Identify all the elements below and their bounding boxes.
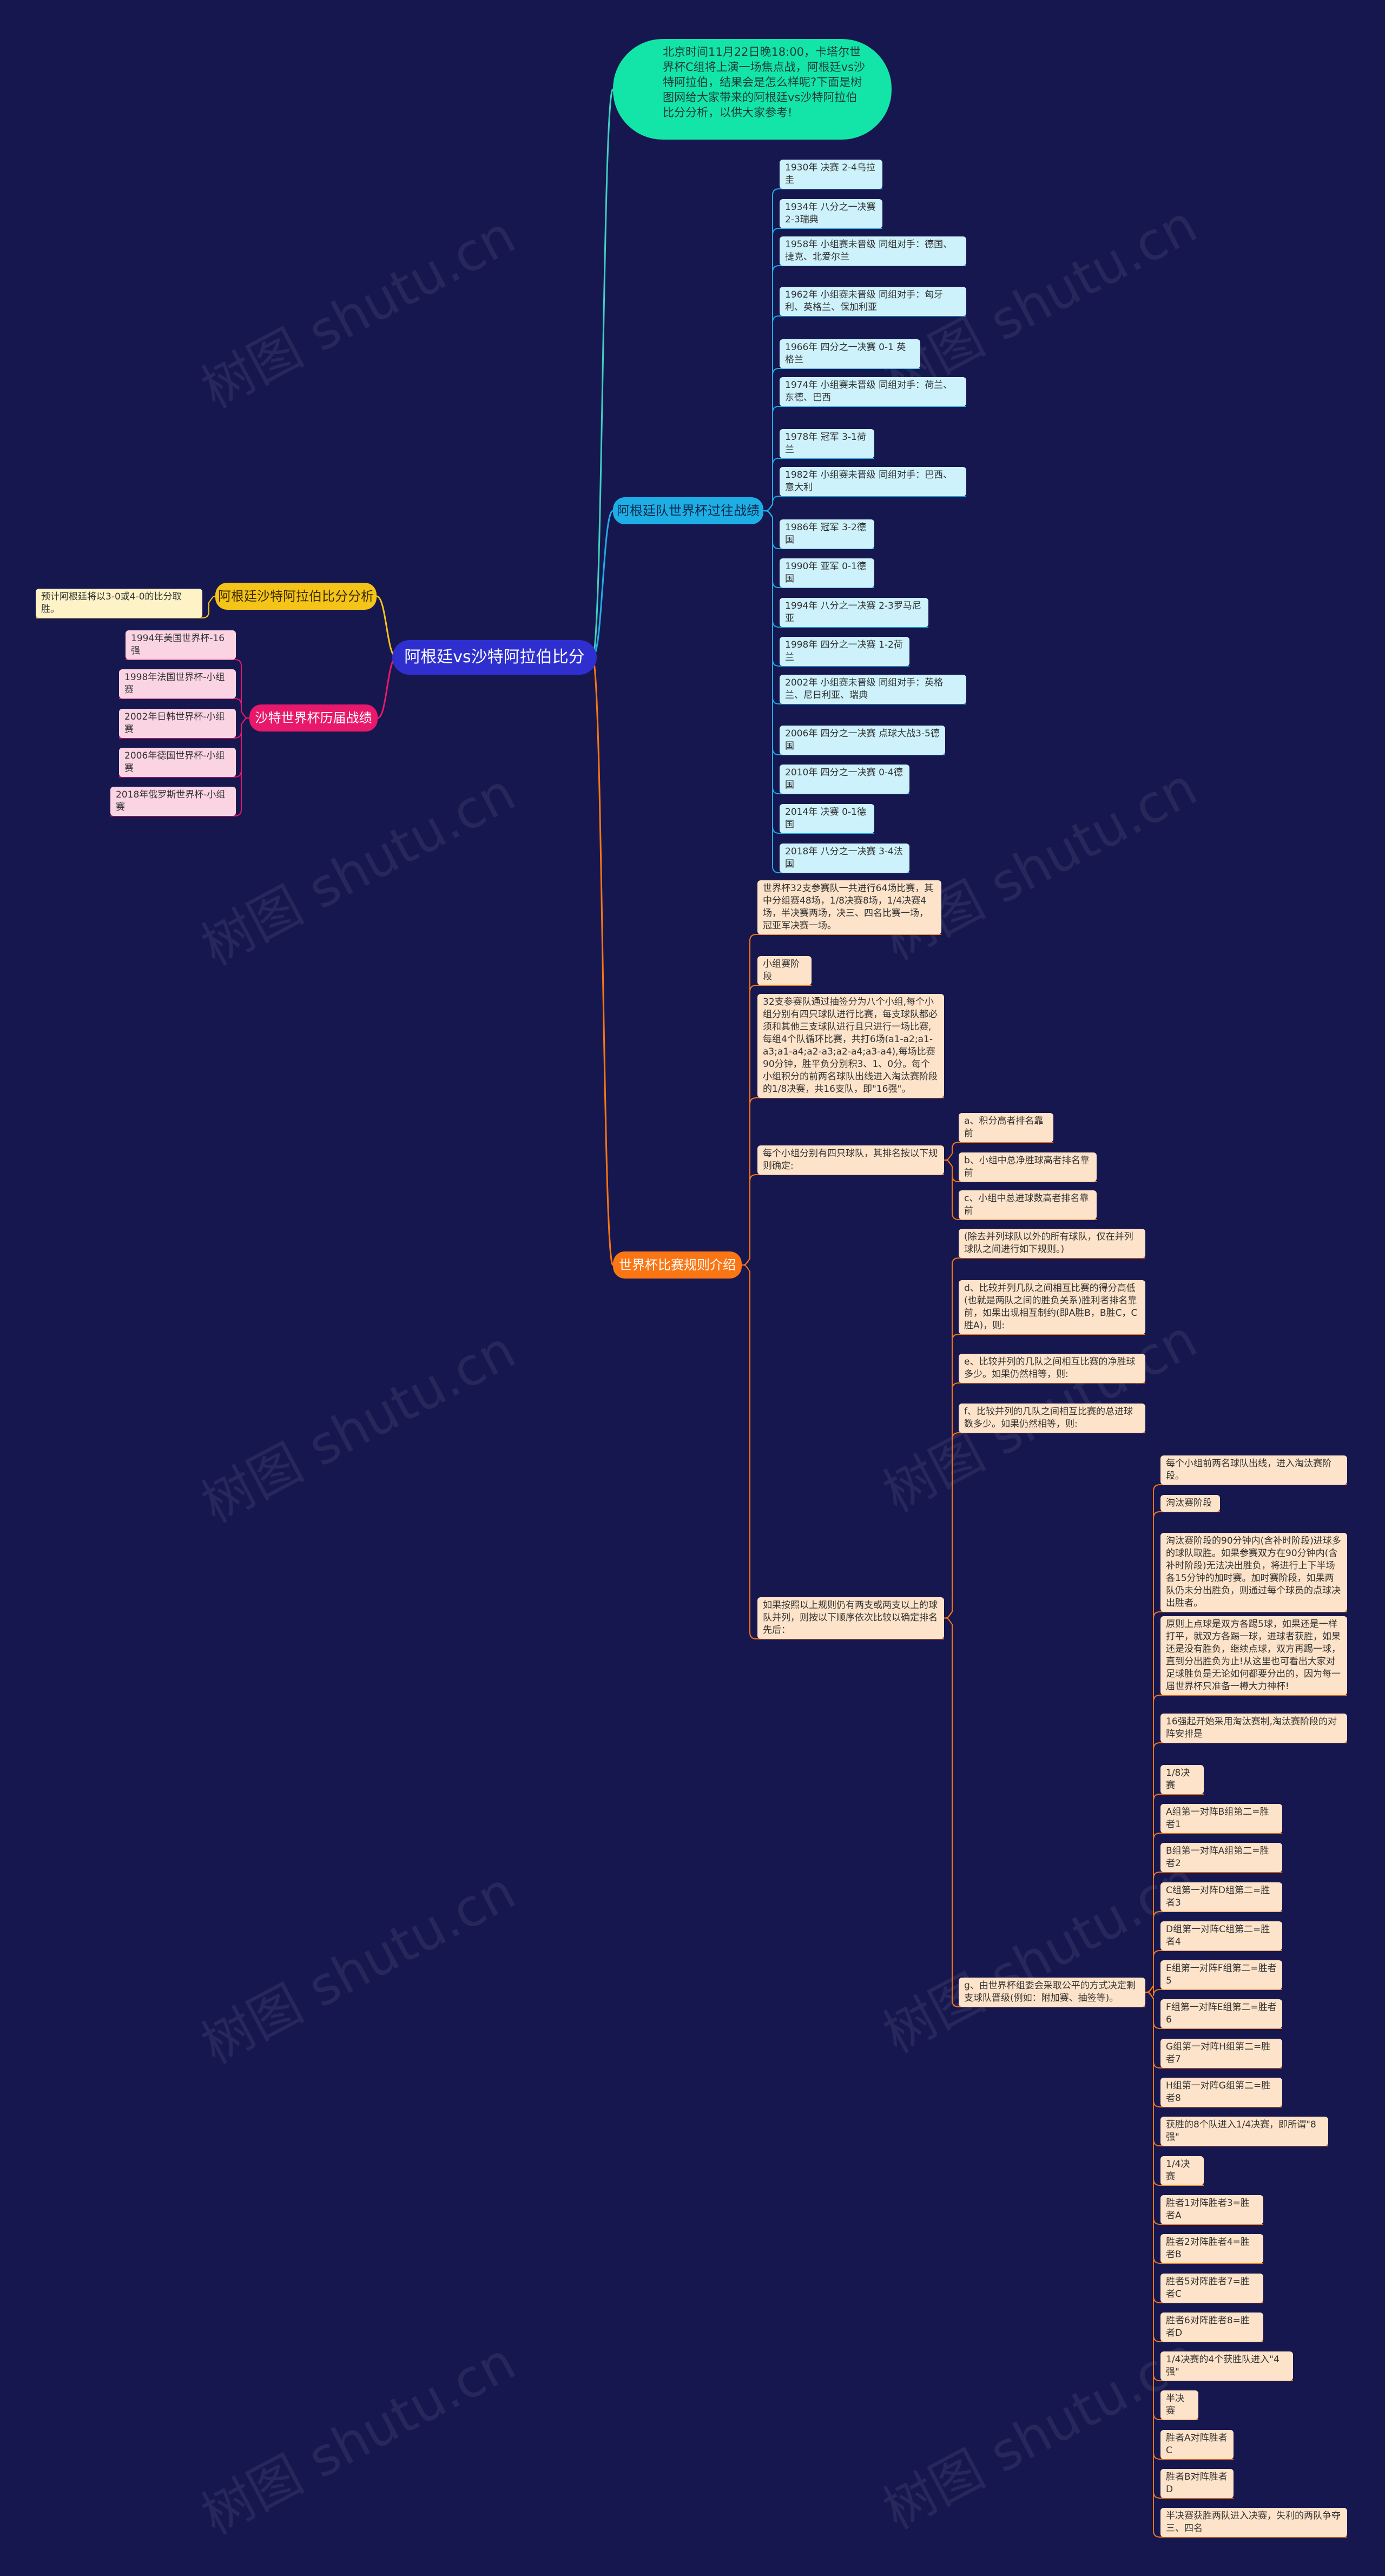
tiebreak-item[interactable]: d、比较并列几队之间相互比赛的得分高低(也就是两队之间的胜负关系)胜利者排名靠前… — [959, 1280, 1145, 1334]
connector — [944, 1432, 1145, 1619]
history-item[interactable]: 1934年 八分之一决赛 2-3瑞典 — [780, 199, 882, 228]
g-item[interactable]: 胜者A对阵胜者C — [1160, 2430, 1234, 2459]
connector — [591, 88, 614, 658]
connector — [944, 1159, 1097, 1220]
rules-group-format[interactable]: 32支参赛队通过抽签分为八个小组,每个小组分别有四只球队进行比赛，每支球队都必须… — [757, 994, 944, 1098]
g-item[interactable]: 原则上点球是双方各踢5球，如果还是一样打平，就双方各踢一球，进球者获胜，如果还是… — [1160, 1616, 1347, 1695]
rules-tiebreak[interactable]: 如果按照以上规则仍有两支或两支以上的球队并列，则按以下顺序依次比较以确定排名先后… — [757, 1597, 944, 1639]
g-item[interactable]: 胜者1对阵胜者3=胜者A — [1160, 2195, 1263, 2224]
tiebreak-item[interactable]: e、比较并列的几队之间相互比赛的净胜球多少。如果仍然相等，则: — [959, 1354, 1145, 1383]
g-item[interactable]: 胜者B对阵胜者D — [1160, 2469, 1234, 2498]
branch-saudi[interactable]: 沙特世界杯历届战绩 — [249, 704, 378, 732]
branch-history[interactable]: 阿根廷队世界杯过往战绩 — [613, 497, 763, 524]
saudi-item[interactable]: 2006年德国世界杯-小组赛 — [119, 748, 236, 777]
ranking-item[interactable]: c、小组中总进球数高者排名靠前 — [959, 1190, 1097, 1220]
history-item[interactable]: 1958年 小组赛未晋级 同组对手：德国、捷克、北爱尔兰 — [780, 236, 966, 266]
branch-analysis[interactable]: 阿根廷沙特阿拉伯比分分析 — [215, 583, 377, 610]
connector — [944, 1142, 1053, 1161]
g-item[interactable]: G组第一对阵H组第二=胜者7 — [1160, 2039, 1282, 2068]
history-item[interactable]: 2014年 决赛 0-1德国 — [780, 804, 874, 833]
history-item[interactable]: 2006年 四分之一决赛 点球大战3-5德国 — [780, 726, 945, 755]
history-item[interactable]: 1978年 冠军 3-1荷兰 — [780, 429, 874, 458]
history-item[interactable]: 1962年 小组赛未晋级 同组对手：匈牙利、英格兰、保加利亚 — [780, 287, 966, 316]
connector — [741, 1097, 944, 1266]
g-item[interactable]: 淘汰赛阶段 — [1160, 1495, 1220, 1512]
connector — [1145, 1984, 1282, 1997]
g-item[interactable]: B组第一对阵A组第二=胜者2 — [1160, 1843, 1282, 1872]
tiebreak-item[interactable]: (除去并列球队以外的所有球队，仅在并列球队之间进行如下规则。) — [959, 1229, 1145, 1258]
history-item[interactable]: 1974年 小组赛未晋级 同组对手：荷兰、东德、巴西 — [780, 377, 966, 406]
tiebreak-item-g[interactable]: g、由世界杯组委会采取公平的方式决定剩支球队晋级(例如：附加赛、抽签等)。 — [959, 1978, 1145, 2007]
connector — [741, 1174, 944, 1266]
history-item[interactable]: 1998年 四分之一决赛 1-2荷兰 — [780, 637, 909, 666]
connector — [1145, 1992, 1347, 2538]
g-item[interactable]: E组第一对阵F组第二=胜者5 — [1160, 1960, 1282, 1989]
intro-topic[interactable]: 北京时间11月22日晚18:00，卡塔尔世界杯C组将上演一场焦点战，阿根廷vs沙… — [613, 39, 892, 140]
branch-rules[interactable]: 世界杯比赛规则介绍 — [613, 1251, 742, 1279]
rules-overview[interactable]: 世界杯32支参赛队一共进行64场比赛，其中分组赛48场，1/8决赛8场，1/4决… — [757, 880, 941, 934]
connector — [944, 1617, 1145, 2007]
history-item[interactable]: 1994年 八分之一决赛 2-3罗马尼亚 — [780, 598, 928, 627]
connector — [36, 596, 216, 618]
history-item[interactable]: 1982年 小组赛未晋级 同组对手：巴西、意大利 — [780, 467, 966, 496]
g-item[interactable]: 胜者5对阵胜者7=胜者C — [1160, 2274, 1263, 2303]
history-item[interactable]: 2002年 小组赛未晋级 同组对手：英格兰、尼日利亚、瑞典 — [780, 675, 966, 704]
history-item[interactable]: 2018年 八分之一决赛 3-4法国 — [780, 844, 909, 873]
analysis-item[interactable]: 预计阿根廷将以3-0或4-0的比分取胜。 — [36, 589, 202, 618]
g-item[interactable]: A组第一对阵B组第二=胜者1 — [1160, 1804, 1282, 1833]
g-item[interactable]: 半决赛 — [1160, 2390, 1198, 2420]
ranking-item[interactable]: b、小组中总净胜球高者排名靠前 — [959, 1152, 1097, 1182]
connector — [591, 656, 614, 1266]
ranking-item[interactable]: a、积分高者排名靠前 — [959, 1113, 1053, 1142]
connector — [377, 656, 397, 719]
tiebreak-item[interactable]: f、比较并列的几队之间相互比赛的总进球数多少。如果仍然相等，则: — [959, 1404, 1145, 1433]
g-item[interactable]: 获胜的8个队进入1/4决赛，即所谓"8强" — [1160, 2117, 1328, 2146]
history-item[interactable]: 1930年 决赛 2-4乌拉圭 — [780, 160, 882, 189]
g-item[interactable]: 淘汰赛阶段的90分钟内(含补时阶段)进球多的球队取胜。如果参赛双方在90分钟内(… — [1160, 1533, 1347, 1612]
g-item[interactable]: 1/4决赛 — [1160, 2156, 1204, 2185]
history-item[interactable]: 1966年 四分之一决赛 0-1 英格兰 — [780, 339, 920, 368]
connector — [591, 510, 614, 658]
saudi-item[interactable]: 2002年日韩世界杯-小组赛 — [119, 709, 236, 738]
connector — [741, 1264, 944, 1639]
g-item[interactable]: 半决赛获胜两队进入决赛，失利的两队争夺三、四名 — [1160, 2508, 1347, 2537]
history-item[interactable]: 1986年 冠军 3-2德国 — [780, 519, 874, 549]
saudi-item[interactable]: 1994年美国世界杯-16强 — [126, 630, 236, 660]
connector — [110, 717, 250, 816]
connector — [763, 496, 966, 511]
rules-ranking[interactable]: 每个小组分别有四只球队，其排名按以下规则确定: — [757, 1145, 944, 1175]
root-topic[interactable]: 阿根廷vs沙特阿拉伯比分 — [392, 640, 597, 675]
connector — [763, 510, 909, 873]
connector — [119, 698, 250, 719]
g-item[interactable]: 每个小组前两名球队出线，进入淘汰赛阶段。 — [1160, 1455, 1347, 1485]
g-item[interactable]: 1/4决赛的4个获胜队进入"4强" — [1160, 2351, 1293, 2381]
history-item[interactable]: 2010年 四分之一决赛 0-4德国 — [780, 765, 909, 794]
history-item[interactable]: 1990年 亚军 0-1德国 — [780, 558, 874, 588]
g-item[interactable]: 16强起开始采用淘汰赛制,淘汰赛阶段的对阵安排是 — [1160, 1714, 1347, 1743]
g-item[interactable]: 胜者2对阵胜者4=胜者B — [1160, 2234, 1263, 2263]
g-item[interactable]: F组第一对阵E组第二=胜者6 — [1160, 1999, 1282, 2028]
g-item[interactable]: C组第一对阵D组第二=胜者3 — [1160, 1882, 1282, 1912]
g-item[interactable]: H组第一对阵G组第二=胜者8 — [1160, 2078, 1282, 2107]
saudi-item[interactable]: 1998年法国世界杯-小组赛 — [119, 669, 236, 699]
saudi-item[interactable]: 2018年俄罗斯世界杯-小组赛 — [110, 787, 236, 816]
rules-group-stage[interactable]: 小组赛阶段 — [757, 956, 812, 985]
g-item[interactable]: 胜者6对阵胜者8=胜者D — [1160, 2313, 1263, 2342]
connector — [376, 595, 397, 658]
g-item[interactable]: 1/8决赛 — [1160, 1765, 1204, 1794]
g-item[interactable]: D组第一对阵C组第二=胜者4 — [1160, 1921, 1282, 1951]
